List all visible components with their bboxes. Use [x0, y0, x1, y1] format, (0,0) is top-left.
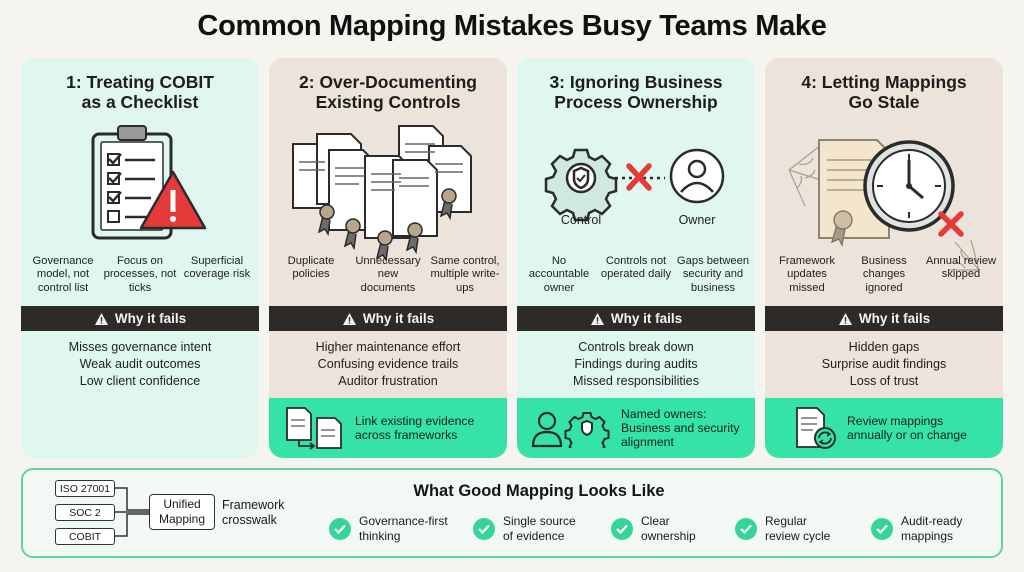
- consequence-item: Hidden gaps: [848, 340, 920, 354]
- mistake-details: No accountable owner Controls not operat…: [521, 255, 751, 295]
- detail-item: Annual review skipped: [925, 255, 997, 281]
- check-icon: [473, 518, 495, 540]
- control-owner-disconnect-icon: Control Owner: [544, 148, 725, 227]
- framework-crosswalk-label: Framework crosswalk: [222, 498, 285, 527]
- fix-text: Review mappings annually or on change: [847, 414, 967, 442]
- why-it-fails-bar: Why it fails: [517, 306, 755, 331]
- why-it-fails-label: Why it fails: [114, 311, 187, 326]
- stacked-documents-icon: [292, 125, 472, 263]
- consequence-item: Misses governance intent: [68, 340, 212, 354]
- mistake-details: Framework updates missed Business change…: [769, 255, 999, 295]
- mistake-details: Governance model, not control list Focus…: [25, 255, 255, 295]
- warning-icon: [94, 312, 108, 325]
- mistake-details: Duplicate policies Unnecessary new docum…: [273, 255, 503, 295]
- check-icon: [329, 518, 351, 540]
- consequence-item: Controls break down: [578, 340, 694, 354]
- detail-item: Same control, multiple write-ups: [430, 255, 500, 294]
- why-it-fails-bar: Why it fails: [269, 306, 507, 331]
- consequence-item: Low client confidence: [79, 374, 201, 388]
- good-practice-item: Governance-first thinking: [329, 514, 463, 544]
- fix-banner: Review mappings annually or on change: [765, 398, 1003, 458]
- good-mapping-title: What Good Mapping Looks Like: [413, 482, 665, 500]
- framework-soc2: SOC 2: [55, 504, 115, 521]
- consequence-list: Controls break down Findings during audi…: [517, 339, 755, 390]
- owner-gear-icon: [531, 411, 610, 448]
- consequence-item: Auditor frustration: [338, 374, 438, 388]
- detail-item: Framework updates missed: [779, 255, 835, 294]
- check-icon: [735, 518, 757, 540]
- clipboard-warning-icon: [91, 125, 207, 240]
- fix-text: Named owners: Business and security alig…: [621, 407, 740, 449]
- why-it-fails-bar: Why it fails: [765, 306, 1003, 331]
- framework-connector-lines: [115, 487, 149, 537]
- detail-item: Superficial coverage risk: [183, 255, 251, 281]
- fix-banner: Named owners: Business and security alig…: [517, 398, 755, 458]
- good-practice-item: Single source of evidence: [473, 514, 587, 544]
- good-practice-item: Clear ownership: [611, 514, 711, 544]
- unified-mapping-box: Unified Mapping: [149, 494, 215, 530]
- detail-item: Duplicate policies: [287, 255, 335, 281]
- framework-cobit: COBIT: [55, 528, 115, 545]
- detail-item: Focus on processes, not ticks: [103, 255, 177, 294]
- good-practice-item: Regular review cycle: [735, 514, 845, 544]
- why-it-fails-label: Why it fails: [362, 311, 435, 326]
- warning-icon: [342, 312, 356, 325]
- consequence-item: Findings during audits: [574, 357, 698, 371]
- good-practice-item: Audit-ready mappings: [871, 514, 977, 544]
- consequence-item: Surprise audit findings: [821, 357, 947, 371]
- consequence-item: Higher maintenance effort: [315, 340, 461, 354]
- why-it-fails-label: Why it fails: [610, 311, 683, 326]
- consequence-item: Missed responsibilities: [573, 374, 699, 388]
- consequence-item: Weak audit outcomes: [79, 357, 201, 371]
- detail-item: No accountable owner: [528, 255, 590, 294]
- linked-documents-icon: [286, 407, 342, 450]
- detail-item: Controls not operated daily: [600, 255, 672, 281]
- check-icon: [611, 518, 633, 540]
- consequence-item: Loss of trust: [849, 374, 919, 388]
- good-mapping-panel: What Good Mapping Looks Like ISO 27001 S…: [21, 468, 1003, 558]
- detail-item: Governance model, not control list: [32, 255, 94, 294]
- stale-clock-document-icon: [788, 139, 980, 271]
- consequence-list: Hidden gaps Surprise audit findings Loss…: [765, 339, 1003, 390]
- fix-banner: Link existing evidence across frameworks: [269, 398, 507, 458]
- why-it-fails-bar: Why it fails: [21, 306, 259, 331]
- consequence-item: Confusing evidence trails: [317, 357, 459, 371]
- detail-item: Unnecessary new documents: [355, 255, 421, 294]
- control-label: Control: [561, 213, 601, 227]
- owner-label: Owner: [679, 213, 716, 227]
- framework-iso27001: ISO 27001: [55, 480, 115, 497]
- warning-icon: [838, 312, 852, 325]
- review-cycle-icon: [796, 407, 836, 449]
- consequence-list: Misses governance intent Weak audit outc…: [21, 339, 259, 390]
- consequence-list: Higher maintenance effort Confusing evid…: [269, 339, 507, 390]
- page-title: Common Mapping Mistakes Busy Teams Make: [197, 10, 827, 42]
- why-it-fails-label: Why it fails: [858, 311, 931, 326]
- fix-text: Link existing evidence across frameworks: [355, 414, 475, 442]
- check-icon: [871, 518, 893, 540]
- detail-item: Gaps between security and business: [676, 255, 750, 294]
- detail-item: Business changes ignored: [861, 255, 907, 294]
- warning-icon: [590, 312, 604, 325]
